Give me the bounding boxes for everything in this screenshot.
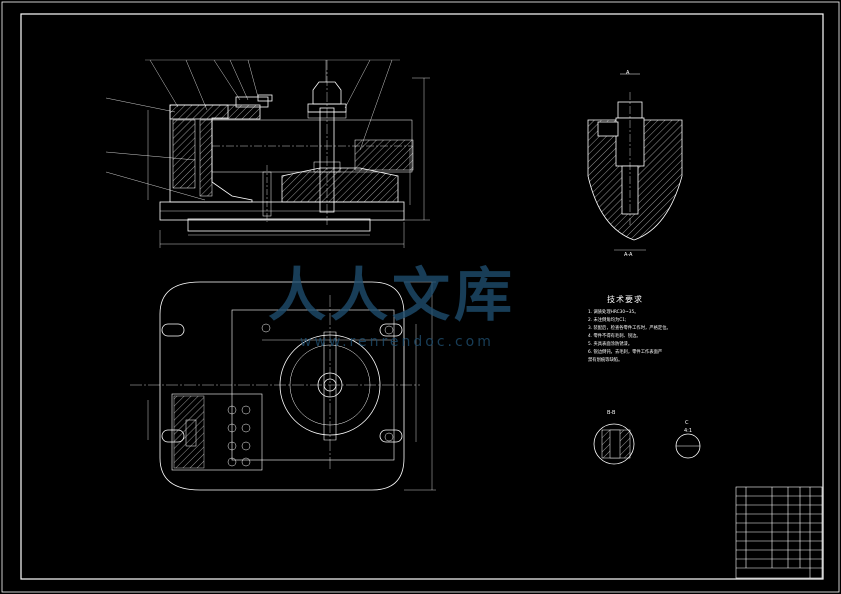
inner-border xyxy=(20,13,824,580)
tech-note-1: 1. 调质处理HRC30~35。 xyxy=(588,310,639,315)
plan-view xyxy=(130,281,436,491)
section-label-c: C xyxy=(685,420,689,426)
tech-note-5: 5. 夹具表面涂防锈漆。 xyxy=(588,342,633,347)
technical-requirements-title: 技术要求 xyxy=(607,295,643,304)
watermark-url: www.renrendoc.com xyxy=(300,334,494,350)
detail-a-section xyxy=(587,73,683,251)
tech-note-2: 2. 未注倒角均为C1; xyxy=(588,318,627,323)
tech-note-7: 禁有划痕等缺陷。 xyxy=(588,358,623,363)
detail-b-c xyxy=(593,423,701,465)
tech-note-3: 3. 装配后，检查各零件工作时，严格定位。 xyxy=(588,326,671,331)
drill-bushings xyxy=(227,405,251,467)
front-section-view xyxy=(105,59,430,248)
watermark-text: 人人文库 xyxy=(268,261,517,329)
title-block xyxy=(735,486,823,579)
tech-note-6: 6. 锐边倒钝，去毛刺，零件工作表面严 xyxy=(588,350,663,355)
detail-scale: 4:1 xyxy=(684,428,693,434)
section-label-a-a: A-A xyxy=(624,252,633,258)
tech-note-4: 4. 零件不得有毛刺、锐边。 xyxy=(588,334,641,339)
section-label-b-b: B-B xyxy=(607,410,616,416)
view-label-a: A xyxy=(626,70,630,76)
